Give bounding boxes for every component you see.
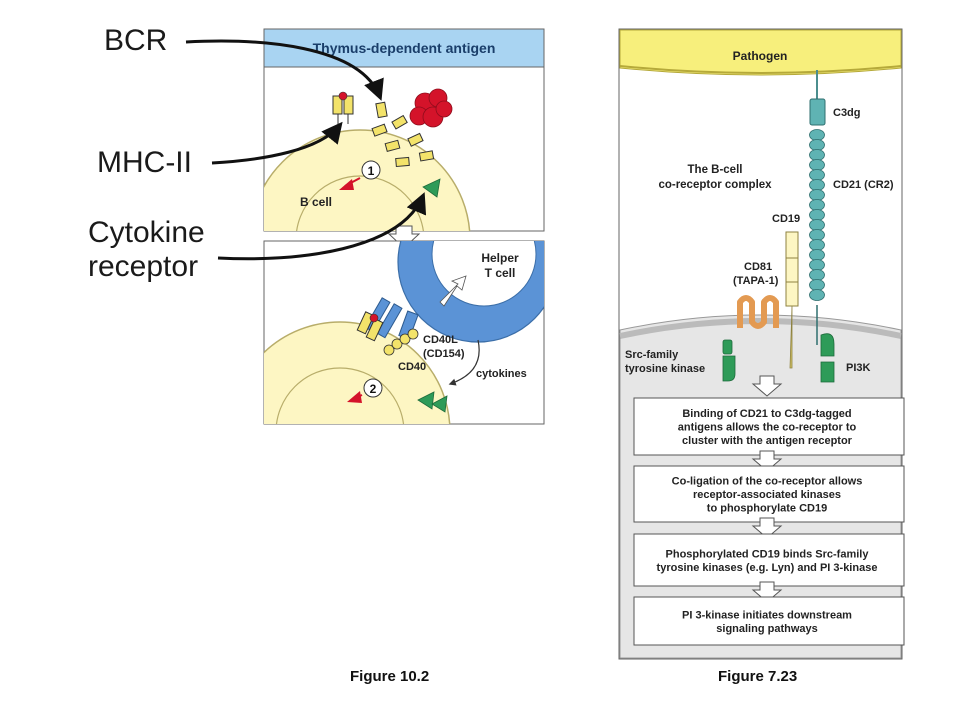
figure-7-23: Pathogen C3dg CD21 (CR2) The B-cell co-r… [618, 28, 905, 660]
b-cell-nucleus-bottom [275, 367, 405, 424]
flow-box-text: Co-ligation of the co-receptor allows [672, 476, 863, 488]
cd21-bead [809, 149, 825, 161]
flow-arrow [751, 581, 783, 603]
flow-boxes: Binding of CD21 to C3dg-tagged antigens a… [633, 375, 905, 646]
cd21-bead [809, 229, 825, 241]
flow-box [633, 465, 905, 523]
mhc-callout: MHC-II [97, 146, 192, 179]
cd21-chain [809, 129, 825, 301]
helper-label-2: T cell [485, 266, 516, 280]
cytokines-label: cytokines [476, 368, 527, 380]
cd40-chain [383, 328, 419, 356]
cytokines-arrow [448, 339, 480, 386]
flow-box-text: Binding of CD21 to C3dg-tagged [682, 408, 851, 420]
cd81-label-2: (TAPA-1) [733, 275, 779, 287]
cd19-label: CD19 [772, 213, 800, 225]
cd81-label-1: CD81 [744, 261, 772, 273]
cd19-structure [785, 231, 799, 307]
b-cell-nucleus-top [296, 175, 424, 231]
coreceptor-label-1: The B-cell [688, 164, 743, 176]
cd21-bead [809, 219, 825, 231]
flow-box-text: antigens allows the co-receptor to [678, 422, 857, 434]
flow-box [633, 397, 905, 456]
cd21-bead [809, 279, 825, 291]
step-2: 2 [347, 378, 383, 403]
step-2-label: 2 [370, 382, 377, 396]
step-1-label: 1 [368, 164, 375, 178]
coreceptor-label-2: co-receptor complex [658, 179, 772, 191]
cytokine-receptor-top [422, 178, 441, 198]
flow-arrow [751, 450, 783, 472]
cytokine-callout-line1: Cytokine [88, 216, 205, 249]
pi3k [820, 333, 835, 383]
cd21-bead [809, 209, 825, 221]
cytokine-receptor-bottom [417, 391, 448, 413]
fig10-header: Thymus-dependent antigen [313, 40, 496, 56]
cd21-bead [809, 259, 825, 271]
pathogen-label: Pathogen [733, 49, 788, 63]
red-antigen [409, 88, 453, 128]
cd21-bead [809, 239, 825, 251]
helper-label-1: Helper [481, 251, 519, 265]
cytokine-callout-line2: receptor [88, 250, 199, 283]
flow-box [633, 596, 905, 646]
bcr-callout: BCR [104, 24, 168, 57]
cd21-bead [809, 139, 825, 151]
flow-box-text: to phosphorylate CD19 [707, 503, 827, 515]
flow-box-text: signaling pathways [716, 623, 817, 635]
fig7-caption: Figure 7.23 [718, 668, 798, 685]
cd40-label: CD40 [398, 361, 426, 373]
fig10-caption: Figure 10.2 [350, 668, 430, 685]
b-cell-outer-bottom [264, 321, 451, 424]
c3dg-block [809, 98, 826, 126]
cd21-label: CD21 (CR2) [833, 179, 894, 191]
cd21-bead [809, 169, 825, 181]
c3dg-label: C3dg [833, 107, 861, 119]
helper-arrow [439, 275, 467, 307]
cd21-bead [809, 289, 825, 301]
cd21-bead [809, 159, 825, 171]
bcr-callout-arrow [185, 39, 384, 101]
pi3k-label: PI3K [846, 362, 871, 374]
cytokine-callout: Cytokine receptor [88, 216, 205, 284]
step-1: 1 [339, 160, 381, 190]
cd21-bead [809, 249, 825, 261]
src-kinase [722, 339, 736, 382]
mhc-callout-arrow [211, 121, 343, 165]
flow-box-text: tyrosine kinases (e.g. Lyn) and PI 3-kin… [657, 562, 878, 574]
bcr-receptors [371, 101, 435, 168]
flow-box-text: cluster with the antigen receptor [682, 435, 853, 447]
mhc-ii-bottom [356, 311, 384, 342]
flow-box-text: receptor-associated kinases [693, 489, 841, 501]
flow-arrow [751, 375, 783, 397]
cd40l-label: CD40L [423, 334, 458, 346]
pathogen-surface [619, 29, 902, 76]
cd21-bead [809, 129, 825, 141]
cd81-structure [737, 295, 779, 329]
cd21-bead [809, 199, 825, 211]
cd21-bead [809, 269, 825, 281]
src-label-1: Src-family [625, 349, 679, 361]
helper-t-cell-inner [431, 241, 537, 307]
cd21-bead [809, 179, 825, 191]
flow-box-text: Phosphorylated CD19 binds Src-family [666, 548, 870, 560]
flow-box [633, 533, 905, 587]
cd21-bead [809, 189, 825, 201]
cytokine-callout-arrow [217, 192, 427, 261]
flow-box-text: PI 3-kinase initiates downstream [682, 609, 852, 621]
b-cell-label: B cell [300, 195, 332, 209]
cd154-label: (CD154) [423, 348, 465, 360]
src-label-2: tyrosine kinase [625, 363, 705, 375]
flow-arrow [751, 517, 783, 539]
fig10-bottom-panel [263, 240, 545, 425]
